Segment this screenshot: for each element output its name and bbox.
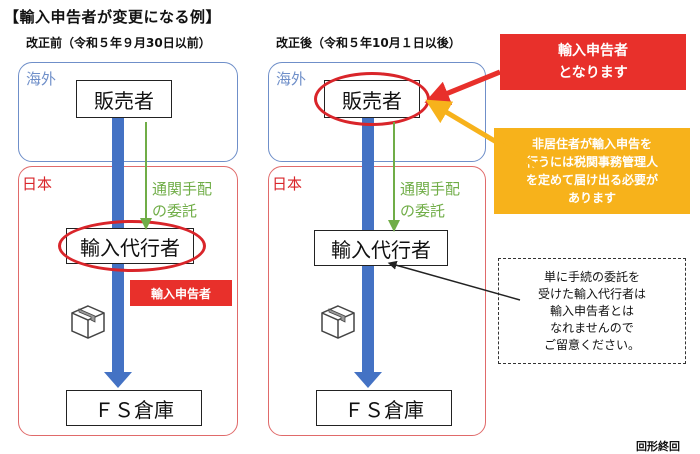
non-resident-callout-line-3: を定めて届け出る必要が	[525, 173, 658, 187]
package-box-icon	[316, 300, 360, 344]
package-box-icon	[66, 300, 110, 344]
before-warehouse-box: ＦＳ倉庫	[66, 390, 202, 426]
non-resident-callout-line-4: あります	[567, 191, 616, 205]
before-entrust-line-1: 通関手配	[152, 180, 213, 198]
after-overseas-label: 海外	[276, 70, 307, 88]
after-entrust-label: 通関手配 の委託	[400, 178, 460, 222]
after-flow-arrowhead	[354, 372, 382, 388]
caution-note-arrow	[387, 260, 521, 301]
after-overseas-region	[268, 62, 486, 162]
declarant-callout-arrow	[424, 69, 501, 105]
before-entrust-line-2: の委託	[152, 202, 198, 220]
before-declarant-tag: 輸入申告者	[130, 280, 232, 306]
after-japan-region	[268, 166, 486, 436]
after-entrust-line-2: の委託	[400, 202, 446, 220]
caution-note-line-1: 単に手続の委託を	[543, 269, 640, 284]
non-resident-callout-line-2: 行うには税関事務管理人	[525, 155, 658, 169]
before-japan-region	[18, 166, 238, 436]
after-agent-label: 輸入代行者	[331, 237, 431, 262]
caution-note-line-3: 輸入申告者とは	[549, 303, 634, 318]
page-title: 【輸入申告者が変更になる例】	[4, 8, 222, 26]
after-agent-box: 輸入代行者	[314, 230, 448, 266]
declarant-callout-line-2: となります	[558, 65, 628, 81]
before-overseas-region	[18, 62, 238, 162]
after-heading: 改正後（令和５年10月１日以後）	[276, 36, 461, 50]
declarant-callout: 輸入申告者 となります	[500, 34, 686, 90]
caution-note-line-2: 受けた輸入代行者は	[537, 286, 646, 301]
before-japan-label: 日本	[22, 175, 53, 193]
before-flow-arrowhead	[104, 372, 132, 388]
declarant-callout-line-1: 輸入申告者	[558, 43, 628, 59]
after-entrust-line-1: 通関手配	[400, 180, 461, 198]
caution-note-line-4: なれませんので	[550, 320, 634, 335]
before-heading: 改正前（令和５年９月30日以前）	[26, 36, 211, 50]
after-warehouse-box: ＦＳ倉庫	[316, 390, 452, 426]
non-resident-callout: 非居住者が輸入申告を 行うには税関事務管理人 を定めて届け出る必要が あります	[494, 128, 690, 214]
after-warehouse-label: ＦＳ倉庫	[344, 397, 424, 422]
before-entrust-label: 通関手配 の委託	[152, 178, 212, 222]
before-agent-highlight	[58, 220, 206, 272]
before-overseas-label: 海外	[26, 70, 57, 88]
after-japan-label: 日本	[272, 175, 303, 193]
caution-note-line-5: ご留意ください。	[543, 337, 640, 352]
caution-note: 単に手続の委託を 受けた輸入代行者は 輸入申告者とは なれませんので ご留意くだ…	[498, 258, 686, 364]
before-seller-box: 販売者	[76, 80, 172, 118]
non-resident-callout-line-1: 非居住者が輸入申告を	[531, 137, 652, 151]
footer-mark: 回形終回	[636, 440, 680, 453]
non-resident-callout-arrow	[425, 99, 542, 171]
before-seller-label: 販売者	[94, 88, 154, 113]
before-warehouse-label: ＦＳ倉庫	[94, 397, 174, 422]
